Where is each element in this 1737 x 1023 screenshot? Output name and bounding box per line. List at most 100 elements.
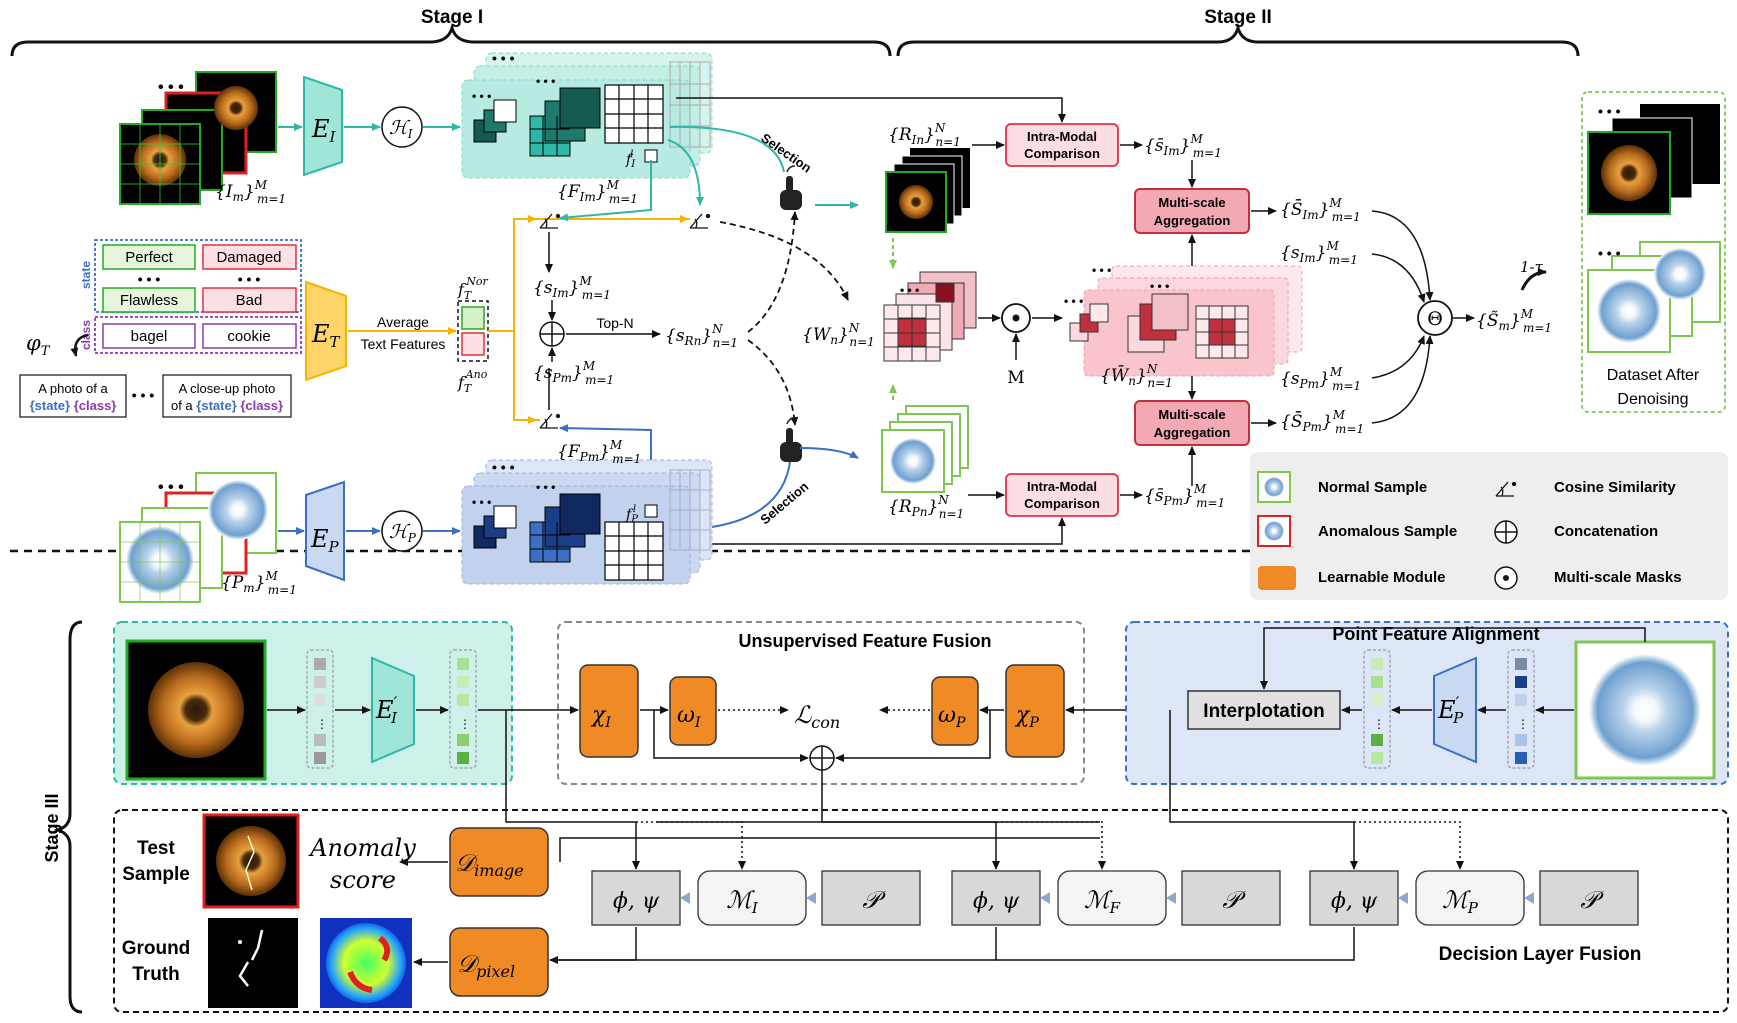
stage1-label: Stage I [421, 7, 483, 28]
multi-scale-point-l1: Multi-scale [1158, 407, 1225, 422]
svg-text:• • •: • • • [1092, 263, 1111, 277]
RPn-stack [881, 405, 969, 493]
prompt-box [94, 239, 302, 354]
omega-point [931, 676, 979, 746]
multi-scale-image-l1: Multi-scale [1158, 195, 1225, 210]
legend-cosine: Cosine Similarity [1554, 479, 1676, 496]
M-label: M [1007, 368, 1024, 388]
point-feature-maps: • • • • • • • • • [461, 459, 713, 585]
legend-masks: Multi-scale Masks [1554, 569, 1682, 586]
legend-learnable: Learnable Module [1318, 569, 1446, 586]
denoised-images: • • • • • • [1587, 103, 1721, 353]
Wn-masks [883, 271, 977, 362]
theta-label: Θ [1427, 308, 1443, 330]
omega-point-label: ωP [938, 703, 966, 731]
stage3-label: Stage III [42, 793, 62, 862]
template2-line1: A close-up photo [179, 381, 276, 396]
anomaly-score-l2: score [330, 866, 396, 894]
h-image [381, 106, 423, 148]
state-ellipsis-1: • • • [138, 271, 161, 287]
lcon-label: ℒcon [794, 701, 840, 732]
image-feature-maps: • • • • • • • • • [461, 50, 713, 179]
svg-text:• • •: • • • [472, 89, 491, 103]
point-tokens: ⋮ [1507, 649, 1535, 769]
chi-image [579, 664, 639, 758]
svg-text:• • •: • • • [158, 79, 184, 96]
h-point-label: ℋP [389, 521, 417, 545]
test-sample-l1: Test [137, 838, 175, 859]
image-stack: • • • [119, 71, 277, 205]
mcal-point: ℳP [1442, 886, 1479, 917]
svg-text:• • •: • • • [1064, 294, 1083, 308]
selection-label-bottom: Selection [757, 479, 811, 528]
point-encoder-label: EP [310, 525, 340, 556]
point-align-title: Point Feature Alignment [1332, 624, 1539, 644]
fT-ano: fTAno [457, 368, 488, 395]
unsupervised-fusion-box [557, 621, 1085, 785]
fT-nor: fTNor [457, 275, 489, 302]
legend-learnable-swatch [1258, 566, 1296, 590]
fl-I-label: fIl [625, 149, 636, 170]
state-normal-2: Flawless [120, 292, 178, 309]
svg-text:• • •: • • • [1598, 103, 1621, 119]
svg-text:• • •: • • • [492, 459, 515, 475]
ground-truth-mask [208, 918, 298, 1008]
test-sample-l2: Sample [122, 864, 190, 885]
intra-modal-image-l2: Comparison [1024, 146, 1100, 161]
theta-node [1417, 300, 1453, 336]
d-pixel [449, 927, 549, 997]
mcal-fusion: ℳF [1084, 886, 1121, 917]
stage2-brace [896, 22, 1580, 57]
svg-text:• • •: • • • [536, 480, 555, 494]
rgb-features: ⋮ [449, 649, 477, 769]
phipsi-point: ϕ, ψ [1331, 889, 1378, 914]
legend-cosine-icon [1495, 481, 1517, 497]
rgb-tokens: ⋮ [306, 649, 334, 769]
selection-hand-bottom [780, 417, 802, 462]
interpolation-label: Interplotation [1203, 701, 1324, 722]
svg-text:⋮: ⋮ [459, 717, 471, 731]
d-image-label: 𝒟image [455, 849, 524, 880]
svg-text:⋮: ⋮ [1373, 717, 1385, 731]
stage3-brace [53, 620, 83, 1014]
intra-modal-point-l2: Comparison [1024, 496, 1100, 511]
intra-modal-image-l1: Intra-Modal [1027, 129, 1097, 144]
cosine-icon [539, 213, 711, 429]
legend-normal: Normal Sample [1318, 479, 1427, 496]
state-ellipsis-2: • • • [238, 271, 261, 287]
Wbar-masks: • • • • • • • • • [1064, 263, 1303, 377]
decision-fusion-title: Decision Layer Fusion [1439, 944, 1642, 965]
legend-anomalous: Anomalous Sample [1318, 523, 1457, 540]
chi-point [1005, 664, 1065, 758]
ground-truth-l2: Truth [132, 964, 180, 985]
legend [1250, 452, 1728, 600]
interpolation-box [1187, 690, 1341, 730]
stage1-brace [10, 22, 892, 57]
chi-image-label: χI [590, 703, 611, 731]
omega-image [669, 676, 717, 746]
d-image [449, 827, 549, 897]
decision-fusion-box [113, 809, 1729, 1013]
RIn-stack [885, 148, 970, 233]
state-tag: state [79, 261, 93, 289]
selection-label-top: Selection [758, 130, 814, 175]
dataset-after-l2: Denoising [1617, 391, 1688, 408]
template2-line2: of a {state} {class} [171, 398, 283, 413]
fl-P-label: fPl [625, 504, 638, 525]
